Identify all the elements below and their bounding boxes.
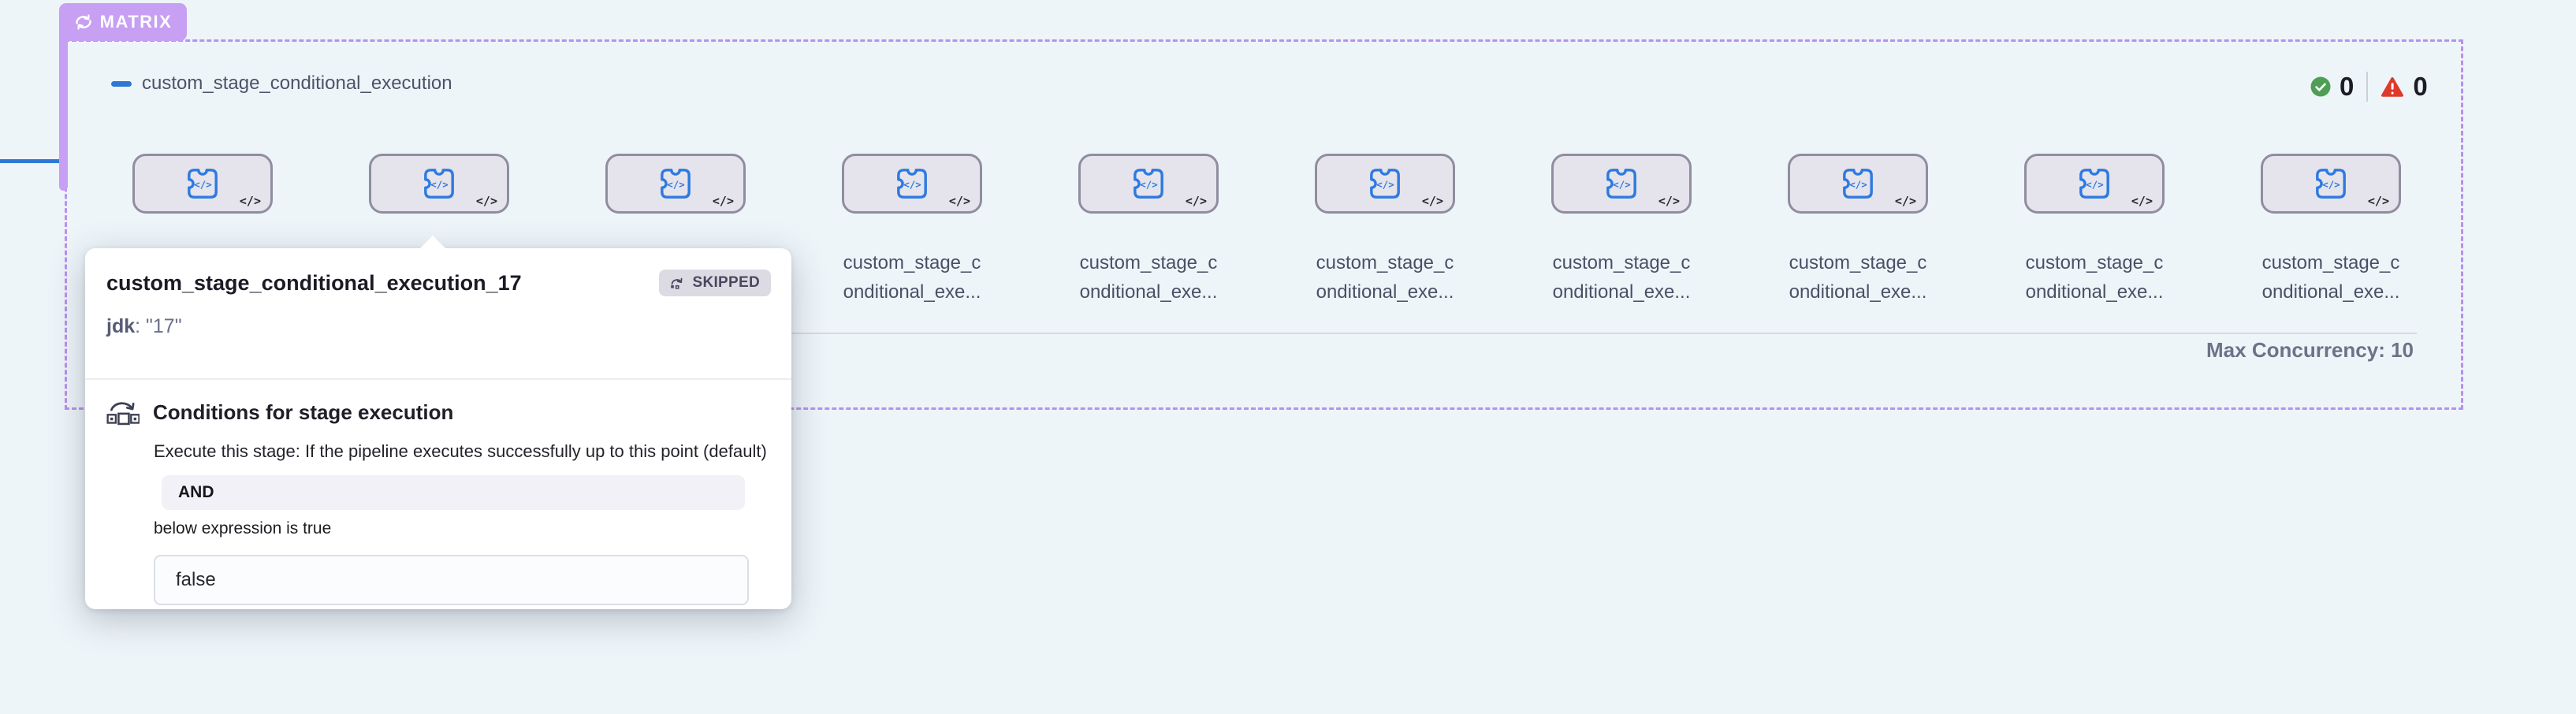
custom-stage-icon: </> [897,169,927,199]
status-divider [2366,72,2369,102]
code-glyph-icon: </> [1421,194,1443,208]
stage-node-label: custom_stage_c onditional_exe... [1079,252,1218,303]
param-value: : "17" [135,315,182,337]
stage-node-label: custom_stage_c onditional_exe... [1552,252,1691,303]
code-glyph-icon: </> [2131,194,2153,208]
matrix-selected-bar [59,24,68,191]
matrix-node[interactable]: </> </> custom_stage_c onditional_exe... [2261,154,2401,307]
tooltip-divider [85,378,791,380]
status-badge: SKIPPED [659,270,771,296]
code-glyph-icon: </> [2367,194,2389,208]
svg-text:</>: </> [1613,178,1630,190]
svg-text:</>: </> [2322,178,2340,190]
custom-stage-icon: </> [1370,169,1400,199]
custom-stage-icon: </> [2079,169,2109,199]
code-glyph-icon: </> [712,194,734,208]
stage-node-card[interactable]: </> </> [842,154,982,214]
custom-stage-icon: </> [1843,169,1873,199]
stage-node-label: custom_stage_c onditional_exe... [2261,252,2400,303]
matrix-node[interactable]: </> </> custom_stage_c onditional_exe... [842,154,982,307]
conditions-description: Execute this stage: If the pipeline exec… [154,441,767,461]
matrix-node[interactable]: </> </> custom_stage_c onditional_exe... [369,154,509,307]
tooltip-title: custom_stage_conditional_execution_17 [106,270,522,295]
matrix-badge: MATRIX [59,3,187,41]
loop-icon [75,14,91,30]
matrix-node[interactable]: </> </> custom_stage_c onditional_exe... [1078,154,1219,307]
param-key: jdk [106,315,136,337]
code-glyph-icon: </> [475,194,497,208]
svg-text:</>: </> [1376,178,1394,190]
tooltip-arrow [420,236,445,248]
failed-count: 0 [2413,72,2428,101]
stage-node-card[interactable]: </> </> [1315,154,1455,214]
custom-stage-icon: </> [661,169,691,199]
nodes-bottom-divider [91,333,2417,334]
custom-stage-icon: </> [188,169,218,199]
custom-stage-icon: </> [1134,169,1163,199]
stage-node-card[interactable]: </> </> [1788,154,1928,214]
operator-pill: AND [162,475,745,510]
svg-text:</>: </> [1140,178,1157,190]
matrix-node[interactable]: </> </> custom_stage_c onditional_exe... [132,154,273,307]
code-glyph-icon: </> [1658,194,1680,208]
stage-node-card[interactable]: </> </> [1078,154,1219,214]
stage-parameter: jdk: "17" [106,315,771,338]
code-glyph-icon: </> [1894,194,1916,208]
matrix-node[interactable]: </> </> custom_stage_c onditional_exe... [1788,154,1928,307]
stage-node-label: custom_stage_c onditional_exe... [843,252,981,303]
stage-node-card[interactable]: </> </> [1551,154,1692,214]
stage-node-label: custom_stage_c onditional_exe... [1789,252,1927,303]
code-glyph-icon: </> [239,194,261,208]
success-check-icon [2310,76,2331,97]
conditions-heading: Conditions for stage execution [153,400,454,424]
max-concurrency-label: Max Concurrency: 10 [2206,338,2414,362]
svg-text:</>: </> [1849,178,1867,190]
success-count: 0 [2340,72,2355,101]
expression-hint: below expression is true [154,519,332,537]
custom-stage-icon: </> [2316,169,2346,199]
stage-node-card[interactable]: </> </> [2261,154,2401,214]
stage-node-card[interactable]: </> </> [2024,154,2165,214]
svg-text:</>: </> [667,178,684,190]
svg-text:</>: </> [903,178,921,190]
stage-node-card[interactable]: </> </> [605,154,746,214]
svg-text:</>: </> [430,178,448,190]
pipeline-connector-line [0,159,65,163]
custom-stage-icon: </> [1606,169,1636,199]
collapse-minus-icon[interactable] [111,81,132,87]
matrix-stage-title: custom_stage_conditional_execution [142,73,452,94]
code-glyph-icon: </> [1185,194,1207,208]
conditional-execution-icon [106,402,140,426]
code-glyph-icon: </> [948,194,970,208]
stage-node-label: custom_stage_c onditional_exe... [1316,252,1454,303]
custom-stage-icon: </> [424,169,454,199]
stage-node-card[interactable]: </> </> [369,154,509,214]
skipped-icon [671,277,683,289]
svg-text:</>: </> [194,178,211,190]
matrix-node[interactable]: </> </> custom_stage_c onditional_exe... [1315,154,1455,307]
stage-node-label: custom_stage_c onditional_exe... [2025,252,2164,303]
svg-text:</>: </> [2086,178,2103,190]
matrix-node[interactable]: </> </> custom_stage_c onditional_exe... [2024,154,2165,307]
failure-warning-icon [2381,76,2404,97]
status-counts: 0 0 [2310,70,2428,103]
matrix-node[interactable]: </> </> custom_stage_c onditional_exe... [1551,154,1692,307]
matrix-node[interactable]: </> </> custom_stage_c onditional_exe... [605,154,746,307]
expression-value-box: false [154,555,749,605]
stage-node-card[interactable]: </> </> [132,154,273,214]
matrix-stage-group: custom_stage_conditional_execution 0 0 <… [65,39,2463,410]
matrix-badge-label: MATRIX [99,12,173,32]
status-badge-label: SKIPPED [692,274,760,291]
stage-tooltip: custom_stage_conditional_execution_17 SK… [85,236,791,609]
